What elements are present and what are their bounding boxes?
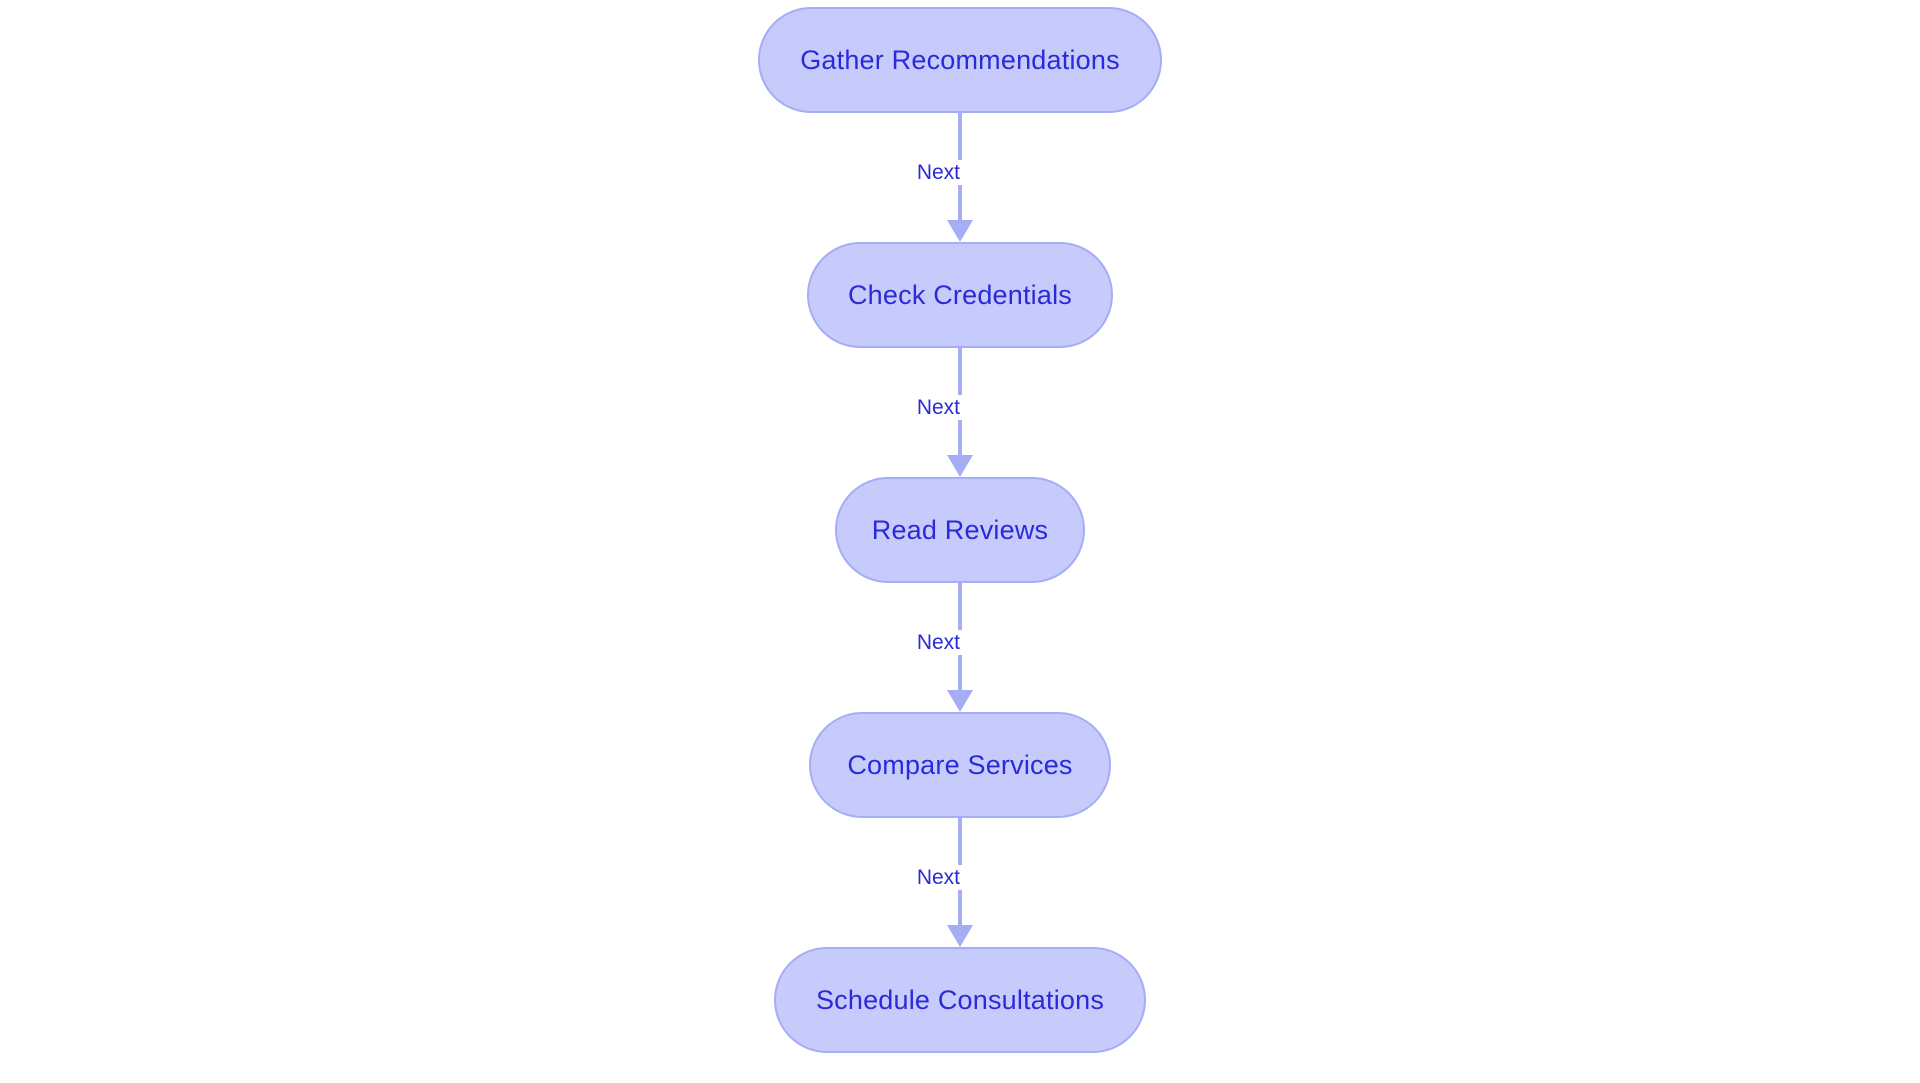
flow-node-gather-recommendations[interactable]: Gather Recommendations (758, 7, 1162, 113)
edge-line-lower (958, 890, 962, 927)
edge-line-lower (958, 655, 962, 692)
edge-line-lower (958, 185, 962, 222)
edge-label: Next (916, 396, 960, 419)
arrow-down-icon (947, 220, 973, 242)
flow-node-read-reviews[interactable]: Read Reviews (835, 477, 1085, 583)
flow-edge-compare-to-schedule: Next (830, 818, 1090, 947)
edge-label: Next (916, 866, 960, 889)
edge-line-upper (958, 113, 962, 160)
arrow-down-icon (947, 455, 973, 477)
edge-label: Next (916, 161, 960, 184)
edge-line-upper (958, 348, 962, 395)
edge-line-lower (958, 420, 962, 457)
flow-node-label: Schedule Consultations (815, 984, 1105, 1015)
flow-node-schedule-consultations[interactable]: Schedule Consultations (774, 947, 1146, 1053)
flow-node-label: Read Reviews (871, 514, 1049, 545)
flow-edge-check-to-read: Next (830, 348, 1090, 477)
edge-line-upper (958, 818, 962, 865)
flow-edge-read-to-compare: Next (830, 583, 1090, 712)
flow-node-label: Check Credentials (847, 279, 1072, 310)
edge-label: Next (916, 631, 960, 654)
flow-node-label: Compare Services (847, 749, 1073, 780)
flow-edge-gather-to-check: Next (830, 113, 1090, 242)
arrow-down-icon (947, 690, 973, 712)
flow-node-check-credentials[interactable]: Check Credentials (807, 242, 1113, 348)
flow-node-compare-services[interactable]: Compare Services (809, 712, 1111, 818)
arrow-down-icon (947, 925, 973, 947)
edge-line-upper (958, 583, 962, 630)
flow-node-label: Gather Recommendations (800, 44, 1120, 75)
